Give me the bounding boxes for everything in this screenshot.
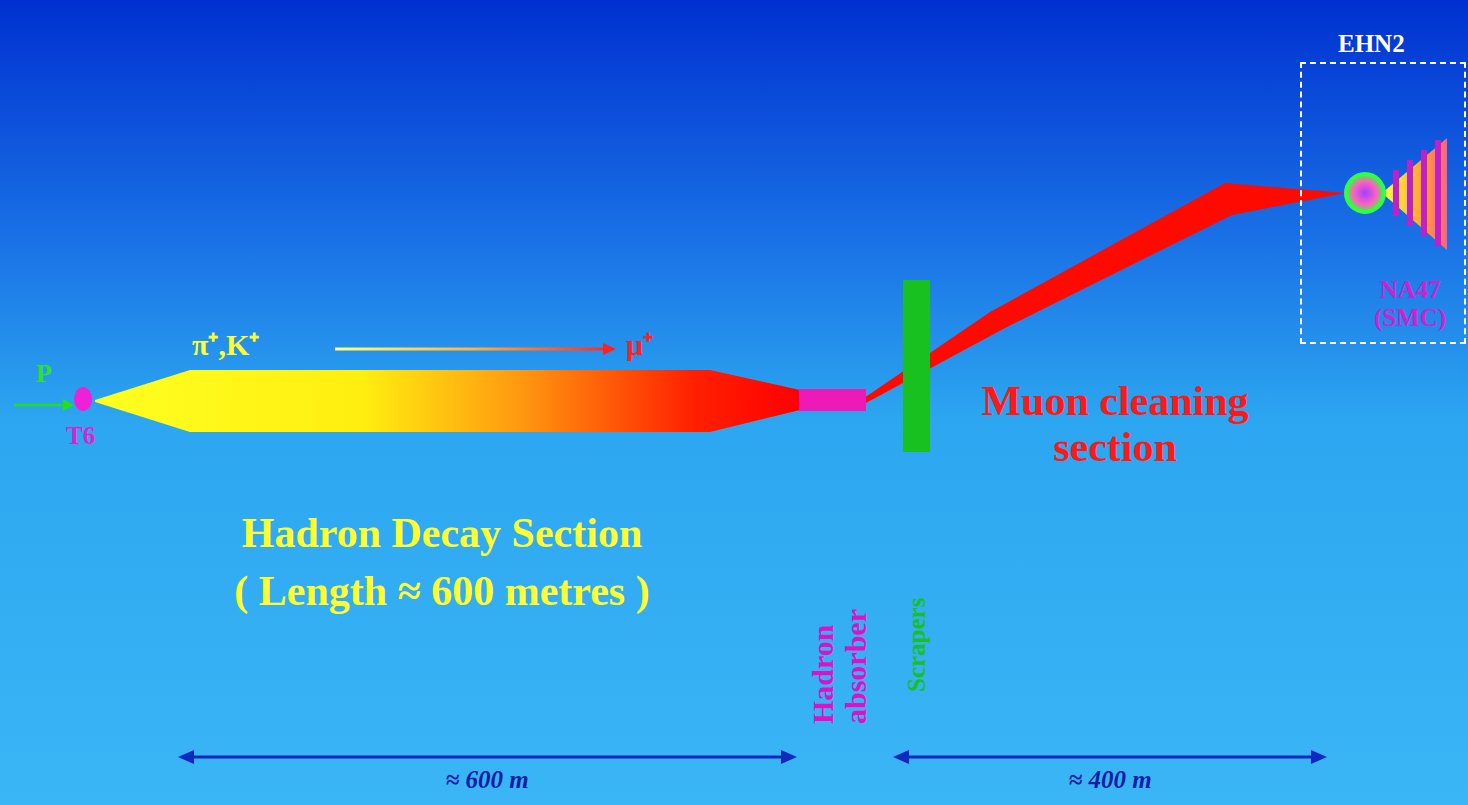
component-label: Hadron absorber xyxy=(806,598,872,724)
beam-label: P xyxy=(36,360,76,389)
proton-arrow xyxy=(14,399,74,411)
node-label: EHN2 xyxy=(1338,30,1448,58)
decay-beam xyxy=(95,370,800,432)
scrapers xyxy=(903,280,930,452)
hadron-absorber xyxy=(799,389,866,411)
decay-arrow xyxy=(335,343,616,355)
detector-drawing xyxy=(1346,138,1447,250)
experimental-hall-box: EHN2NA47 (SMC) xyxy=(1300,62,1466,344)
dimension-arrow xyxy=(178,750,1327,764)
component-label: Scrapers xyxy=(903,582,931,692)
section-note: ( Length ≈ 600 metres ) xyxy=(142,568,742,614)
particle-label: π⁺,K⁺ xyxy=(192,328,322,361)
dimension-label: ≈ 600 m xyxy=(337,766,637,794)
section-title: Muon cleaning section xyxy=(945,378,1285,470)
target-shape xyxy=(72,384,94,414)
detector-node: NA47 (SMC) xyxy=(1354,276,1466,338)
muon-beam xyxy=(864,183,1345,404)
section-title: Hadron Decay Section xyxy=(142,510,742,556)
dimension-label: ≈ 400 m xyxy=(960,766,1260,794)
node-label: T6 xyxy=(66,422,126,450)
particle-label: μ⁺ xyxy=(626,328,686,361)
node-label: NA47 (SMC) xyxy=(1354,276,1466,331)
target-node: T6 xyxy=(72,384,94,414)
